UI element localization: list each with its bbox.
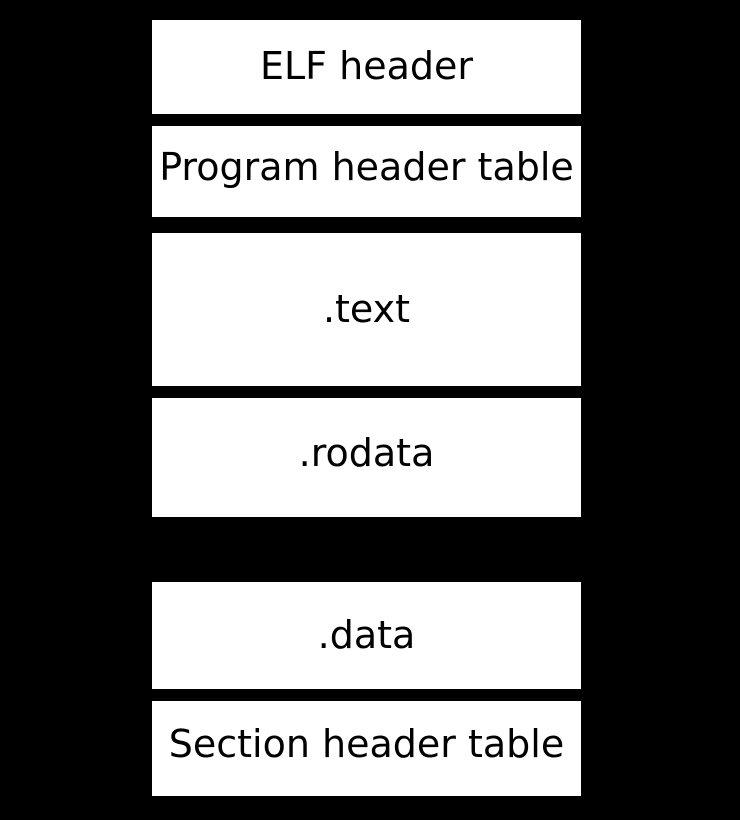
section-label-text: .text (322, 286, 411, 331)
section-box-rodata: .rodata (150, 396, 583, 519)
section-box-text: .text (150, 231, 583, 388)
section-label-program-header-table: Program header table (159, 144, 574, 189)
section-label-section-header-table: Section header table (168, 721, 565, 766)
section-label-rodata: .rodata (298, 430, 435, 475)
section-box-data: .data (150, 580, 583, 691)
section-label-data: .data (317, 612, 416, 657)
section-box-section-header-table: Section header table (150, 699, 583, 798)
section-box-elf-header: ELF header (150, 18, 583, 116)
section-box-program-header-table: Program header table (150, 124, 583, 219)
section-label-elf-header: ELF header (260, 44, 473, 88)
